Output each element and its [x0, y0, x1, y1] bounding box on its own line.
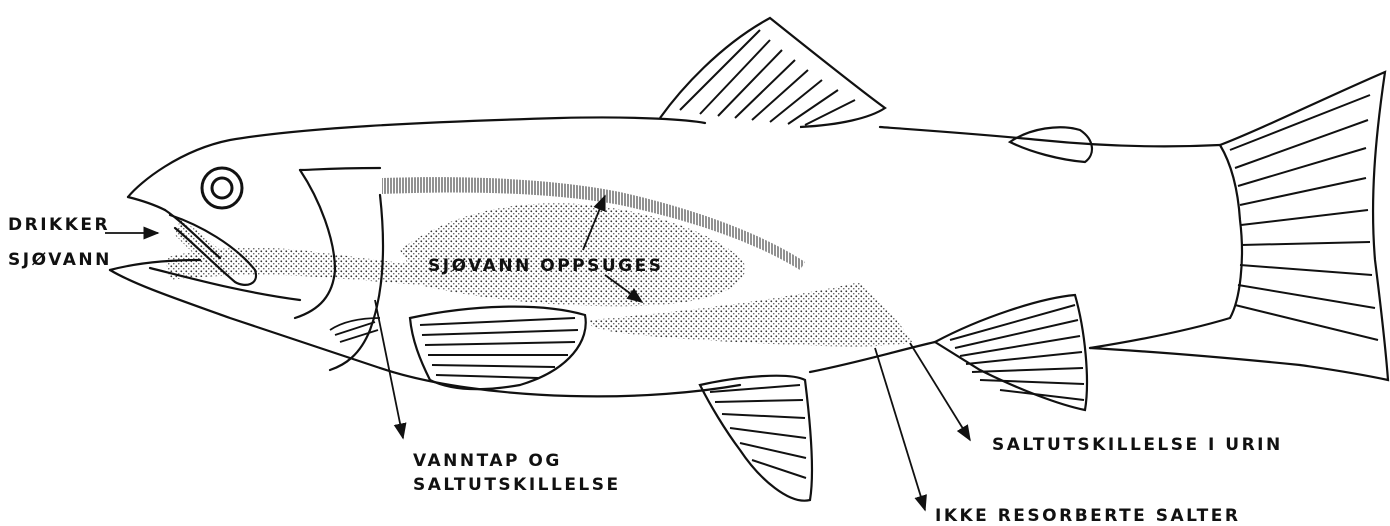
label-vanntap-line1: VANNTAP OG: [413, 449, 621, 473]
anal-fin: [935, 295, 1087, 410]
dorsal-fin: [660, 18, 885, 127]
arrow-gill: [375, 300, 403, 438]
pelvic-fin: [700, 376, 812, 501]
arrow-salts: [875, 348, 925, 510]
label-vanntap: VANNTAP OG SALTUTSKILLELSE: [413, 449, 621, 497]
label-ikke-resorberte-salter: IKKE RESORBERTE SALTER: [935, 508, 1240, 525]
adipose-fin: [1010, 127, 1092, 162]
label-vanntap-line2: SALTUTSKILLELSE: [413, 473, 621, 497]
label-drikker-line2: SJØVANN: [8, 243, 112, 278]
pectoral-fin: [410, 307, 586, 390]
tail-fin: [1220, 72, 1388, 380]
label-saltutskillelse-urin: SALTUTSKILLELSE I URIN: [992, 437, 1283, 454]
label-drikker-sjovann: DRIKKER SJØVANN: [8, 208, 112, 278]
label-sjovann-oppsuges: SJØVANN OPPSUGES: [428, 258, 663, 275]
label-drikker-line1: DRIKKER: [8, 208, 112, 243]
